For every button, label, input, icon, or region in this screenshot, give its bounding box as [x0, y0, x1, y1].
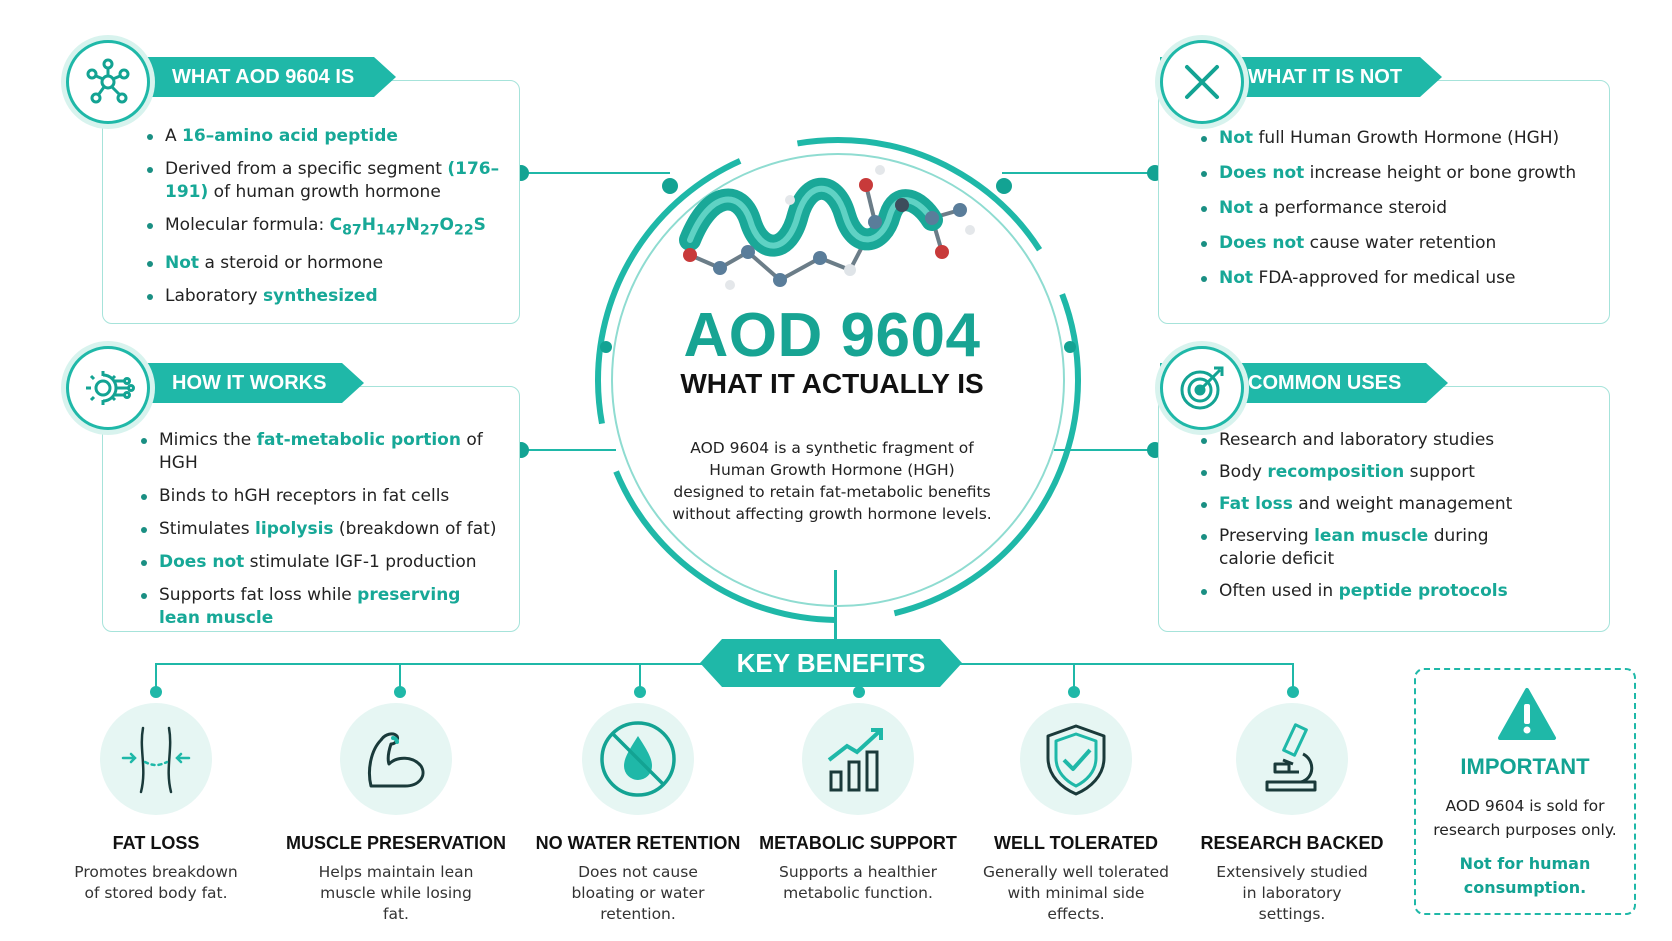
benefit-title: NO WATER RETENTION — [535, 833, 741, 853]
list-item: Not full Human Growth Hormone (HGH) — [1197, 127, 1607, 150]
list-item: Body recomposition support — [1197, 461, 1607, 484]
list-item: Not FDA-approved for medical use — [1197, 267, 1607, 290]
benefit-icon-circle — [340, 703, 452, 815]
subtitle: WHAT IT ACTUALLY IS — [680, 368, 984, 399]
benefit-bus-right — [960, 663, 1294, 665]
no-water-drop-icon — [600, 721, 676, 797]
peptide-molecule-illustration — [679, 165, 975, 290]
important-notice: IMPORTANT AOD 9604 is sold for research … — [1414, 668, 1636, 915]
benefit-no-water-retention: NO WATER RETENTION Does not cause bloati… — [528, 703, 748, 925]
connector-mid-right — [1054, 449, 1156, 451]
list-item: Supports fat loss while preserving lean … — [137, 584, 467, 630]
benefit-drop-2 — [399, 663, 401, 691]
list-item: Stimulates lipolysis (breakdown of fat) — [137, 518, 517, 541]
warning-icon — [1498, 688, 1556, 740]
what-it-is-list: A 16–amino acid peptide Derived from a s… — [143, 125, 513, 308]
growth-chart-icon — [827, 728, 883, 792]
gear-badge — [66, 346, 150, 430]
target-badge — [1160, 346, 1244, 430]
key-benefits-banner: KEY BENEFITS — [700, 639, 962, 687]
benefit-title: METABOLIC SUPPORT — [759, 833, 957, 853]
list-item: Preserving lean muscle during calorie de… — [1197, 525, 1497, 571]
benefit-drop-1 — [155, 663, 157, 691]
list-item: Does not increase height or bone growth — [1197, 162, 1607, 185]
benefit-title: FAT LOSS — [112, 833, 200, 853]
common-uses-list: Research and laboratory studies Body rec… — [1197, 429, 1607, 603]
benefit-metabolic-support: METABOLIC SUPPORT Supports a healthier m… — [748, 703, 968, 904]
list-item: A 16–amino acid peptide — [143, 125, 513, 148]
benefit-well-tolerated: WELL TOLERATED Generally well tolerated … — [966, 703, 1186, 925]
list-item: Not a performance steroid — [1197, 197, 1607, 220]
benefit-description: Does not cause bloating or water retenti… — [571, 863, 705, 923]
benefit-description: Generally well tolerated with minimal si… — [983, 863, 1169, 923]
center-description: AOD 9604 is a synthetic fragment of Huma… — [672, 439, 992, 523]
benefit-node — [394, 686, 406, 698]
benefit-node — [634, 686, 646, 698]
list-item: Research and laboratory studies — [1197, 429, 1607, 452]
list-item: Not a steroid or hormone — [143, 252, 513, 275]
how-it-works-list: Mimics the fat-metabolic portion of HGH … — [137, 429, 517, 630]
target-icon — [1180, 366, 1224, 410]
list-item: Does not stimulate IGF-1 production — [137, 551, 517, 574]
panel-what-it-is-not: Not full Human Growth Hormone (HGH) Does… — [1158, 80, 1610, 324]
important-title: IMPORTANT — [1460, 754, 1590, 779]
main-title: AOD 9604 — [683, 301, 981, 370]
benefit-drop-6 — [1292, 663, 1294, 691]
microscope-icon — [1265, 723, 1317, 792]
x-icon — [1185, 65, 1219, 99]
benefit-muscle-preservation: MUSCLE PRESERVATION Helps maintain lean … — [286, 703, 506, 925]
benefit-icon-circle — [582, 703, 694, 815]
list-item: Mimics the fat-metabolic portion of HGH — [137, 429, 517, 475]
benefit-description: Promotes breakdown of stored body fat. — [74, 863, 238, 902]
benefit-description: Extensively studied in laboratory settin… — [1216, 863, 1368, 923]
shield-check-icon — [1046, 724, 1106, 796]
list-item: Fat loss and weight management — [1197, 493, 1607, 516]
benefit-bus-left — [156, 663, 702, 665]
connector-mid-left — [520, 449, 616, 451]
list-item: Binds to hGH receptors in fat cells — [137, 485, 517, 508]
benefit-description: Helps maintain lean muscle while losing … — [318, 863, 474, 923]
panel-what-it-is: A 16–amino acid peptide Derived from a s… — [102, 80, 520, 324]
benefit-icon-circle — [100, 703, 212, 815]
benefit-icon-circle — [1236, 703, 1348, 815]
panel-common-uses: Research and laboratory studies Body rec… — [1158, 386, 1610, 632]
what-it-is-not-list: Not full Human Growth Hormone (HGH) Does… — [1197, 127, 1607, 290]
benefit-fat-loss: FAT LOSS Promotes breakdown of stored bo… — [46, 703, 266, 904]
flexed-arm-icon — [367, 732, 425, 788]
benefit-node — [1287, 686, 1299, 698]
list-item: Derived from a specific segment (176–191… — [143, 158, 513, 204]
waist-icon — [121, 726, 191, 794]
benefit-research-backed: RESEARCH BACKED Extensively studied in l… — [1182, 703, 1402, 925]
benefit-title: MUSCLE PRESERVATION — [286, 833, 507, 853]
molecule-badge — [66, 40, 150, 124]
panel-how-it-works: Mimics the fat-metabolic portion of HGH … — [102, 386, 520, 632]
benefit-description: Supports a healthier metabolic function. — [779, 863, 937, 902]
benefit-icon-circle — [802, 703, 914, 815]
important-description: AOD 9604 is sold for research purposes o… — [1433, 797, 1617, 839]
benefit-icon-circle — [1020, 703, 1132, 815]
benefit-node — [150, 686, 162, 698]
benefit-drop-3 — [639, 663, 641, 691]
gear-circuit-icon — [86, 371, 135, 405]
benefit-title: WELL TOLERATED — [994, 833, 1158, 853]
x-badge — [1160, 40, 1244, 124]
benefit-node — [1068, 686, 1080, 698]
benefit-title: RESEARCH BACKED — [1200, 833, 1384, 853]
center-ring — [595, 137, 1081, 623]
connector-top-left — [520, 172, 670, 174]
connector-top-right — [1002, 172, 1156, 174]
list-item: Laboratory synthesized — [143, 285, 513, 308]
list-item: Does not cause water retention — [1197, 232, 1607, 255]
molecular-formula: C87H147N27O22S — [329, 215, 486, 239]
molecule-icon — [86, 58, 130, 104]
important-note: Not for human consumption. — [1459, 854, 1591, 897]
benefit-node — [853, 686, 865, 698]
benefit-drop-5 — [1073, 663, 1075, 691]
list-item: Often used in peptide protocols — [1197, 580, 1607, 603]
list-item: Molecular formula: C87H147N27O22S — [143, 214, 513, 242]
